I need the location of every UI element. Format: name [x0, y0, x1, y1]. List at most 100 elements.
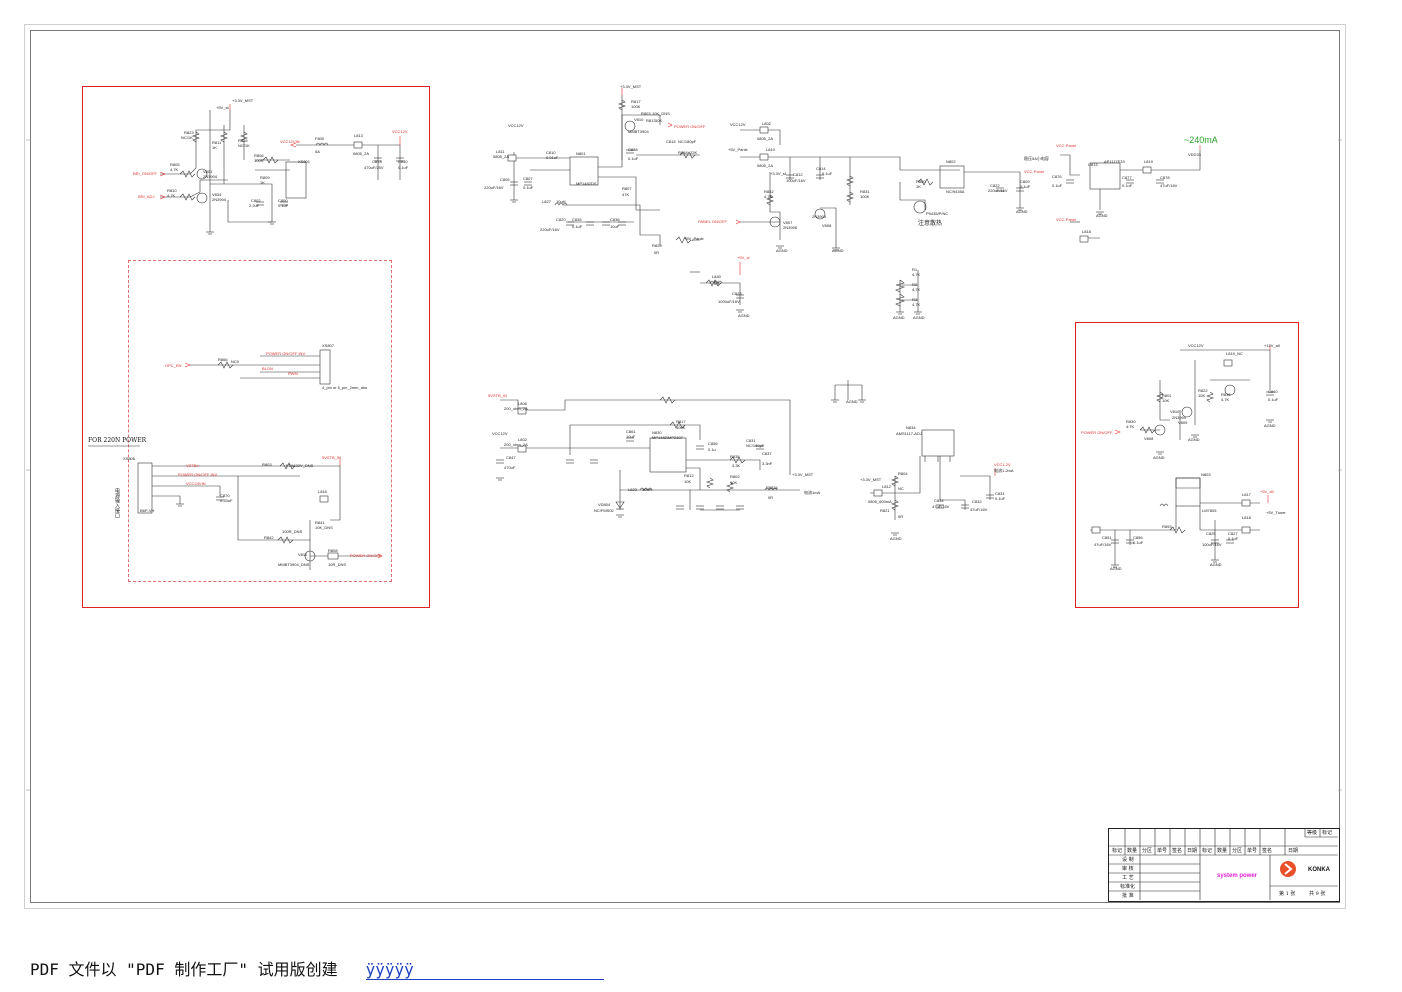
part-r835-value: 3.3K — [732, 463, 741, 468]
part-c840-value: 0.1uF — [1268, 397, 1279, 402]
right-agnd-1: AGND — [1188, 437, 1200, 442]
part-v807: V807 — [783, 220, 793, 225]
part-r860-value: 1K — [916, 184, 921, 189]
part-r829: R829 — [652, 243, 662, 248]
part-r830: R830 — [1126, 419, 1136, 424]
part-r818: R818 — [678, 150, 688, 155]
tb-row-review: 审 核 — [1122, 866, 1134, 872]
part-c847: C847 — [506, 455, 516, 460]
tb-header-11: 签名 — [1262, 848, 1273, 854]
pot-agnd: AGND — [893, 315, 905, 320]
part-r829-value: 0R — [654, 250, 660, 255]
pdf-footer-link[interactable]: ÿÿÿÿÿ — [365, 960, 604, 980]
part-c823: C823 — [732, 291, 742, 296]
part-r810: R810 — [167, 188, 177, 193]
tb-header-5: 签名 — [1172, 848, 1183, 854]
net-5v-st: +5V_st — [216, 105, 229, 110]
part-c851: C851 — [1102, 535, 1112, 540]
part-c827: C827 — [1228, 531, 1238, 536]
part-c807: C807 — [523, 176, 533, 181]
part-r866-value: NC0 — [231, 359, 240, 364]
part-r808-value: 10R_DNS — [328, 562, 347, 567]
part-c805: C805 — [500, 177, 510, 182]
net-vcc12v-right: VCC12V — [1188, 343, 1204, 348]
part-c837: C837 — [762, 451, 772, 456]
net-pwm: PWM — [288, 371, 298, 376]
part-c878-value: 47uF/16V — [1160, 183, 1178, 188]
net-3v3-mst-topmid: +3.3V_MST — [620, 84, 642, 89]
part-r803-top-value: 10K_DNS — [652, 111, 670, 116]
part-c825: C825 — [1206, 531, 1216, 536]
part-c876: C876 — [1052, 174, 1062, 179]
part-c822: C822 — [990, 183, 1000, 188]
part-xs807-desc: 4_pin or 5_pin_2mm_dns — [322, 385, 368, 390]
ldo-agnd: AGND — [1096, 213, 1108, 218]
part-l823: L823 — [628, 487, 637, 492]
part-r2: R2 — [912, 282, 918, 287]
tb-header-12: 日期 — [1288, 848, 1299, 854]
part-n801-type: MP1482DS — [576, 181, 597, 186]
part-f800: F800 — [315, 136, 325, 141]
part-r802: R802 — [730, 474, 740, 479]
part-l840: L840 — [712, 274, 721, 279]
part-v810-right-type: 2N3904 — [1172, 415, 1187, 420]
part-c822-value: 220uF/16V — [988, 188, 1008, 193]
title-block — [1108, 828, 1340, 902]
part-r811: R811 — [212, 140, 222, 145]
part-r842-value: 100R_DNS — [282, 529, 303, 534]
net-12v-all: +12V_all — [1264, 343, 1280, 348]
part-r805-value: 4.7K — [170, 167, 179, 172]
part-xs806-type: B6P-VH — [140, 508, 155, 513]
tb-header-8: 数量 — [1217, 848, 1228, 854]
net-5v-panle-topmid: +5V_Panle — [684, 236, 704, 241]
part-c809-value: 0.1uF — [1020, 184, 1031, 189]
part-r832-value: 4.7K — [764, 194, 773, 199]
net-vcc12v-mid: VCC12V — [492, 431, 508, 436]
part-r803-bottom: R803 — [262, 462, 272, 467]
part-c805-value: 220uF/16V — [484, 185, 504, 190]
net-vcc12v: VCC12V — [392, 129, 408, 134]
part-c877-value: 0.1uF — [1122, 183, 1133, 188]
part-r801-value: 10K — [1162, 398, 1170, 403]
dashed-subcircuit-box — [128, 260, 392, 582]
part-r823-value: NC/1K — [181, 135, 193, 140]
part-c831-ldo: C831 — [995, 491, 1005, 496]
part-c835: C835 — [572, 217, 582, 222]
part-r809-value: 1K — [260, 180, 265, 185]
part-c856-mid-value: 0.1u — [708, 447, 716, 452]
part-r893: R893 — [1162, 524, 1172, 529]
part-r816: R816 — [238, 138, 248, 143]
part-v808-right: V808 — [1144, 436, 1154, 441]
part-c847-value: 470uF — [504, 465, 516, 470]
part-l813: L813 — [354, 133, 363, 138]
part-v801-type: 2N3904 — [203, 174, 218, 179]
part-r807: R807 — [622, 186, 632, 191]
right-highlight-box — [1075, 322, 1299, 608]
part-r804-value: NC — [898, 486, 904, 491]
part-r866: R866 — [218, 357, 228, 362]
part-r1: R1 — [912, 267, 918, 272]
heat-sink-note: 注意散热 — [918, 220, 943, 227]
part-l827-value: 10uH — [556, 199, 566, 204]
tb-header-7: 标记 — [1202, 848, 1213, 854]
part-n802: N802 — [946, 159, 956, 164]
panel-agnd-1: AGND — [776, 248, 788, 253]
net-3v3-mst: +3.3V_MST — [232, 98, 254, 103]
net-vcc12v-topmid: VCC12V — [508, 123, 524, 128]
part-l810-value: 0805_2A — [757, 163, 774, 168]
part-l812-value: 0805_600mA — [868, 499, 892, 504]
part-l813-value: 0805_2A — [353, 151, 370, 156]
part-v811: V811 — [298, 552, 308, 557]
part-c827-value: 0.1uF — [1228, 536, 1239, 541]
part-c802-value: 2.2uF — [249, 203, 260, 208]
part-c830-value: 0.1uF — [398, 165, 409, 170]
part-r808: R808 — [328, 548, 338, 553]
mid-buck-current-note: 电流1mA — [804, 490, 821, 495]
current-240ma-note: ~240mA — [1184, 135, 1218, 145]
part-n830: N830 — [652, 430, 662, 435]
part-c830: C830 — [398, 159, 408, 164]
part-n802-type: NC/9435A — [946, 189, 965, 194]
part-c876-value: 0.1uF — [1052, 183, 1063, 188]
part-l810: L810 — [766, 147, 775, 152]
part-c814-value: 0.1uF — [822, 171, 833, 176]
